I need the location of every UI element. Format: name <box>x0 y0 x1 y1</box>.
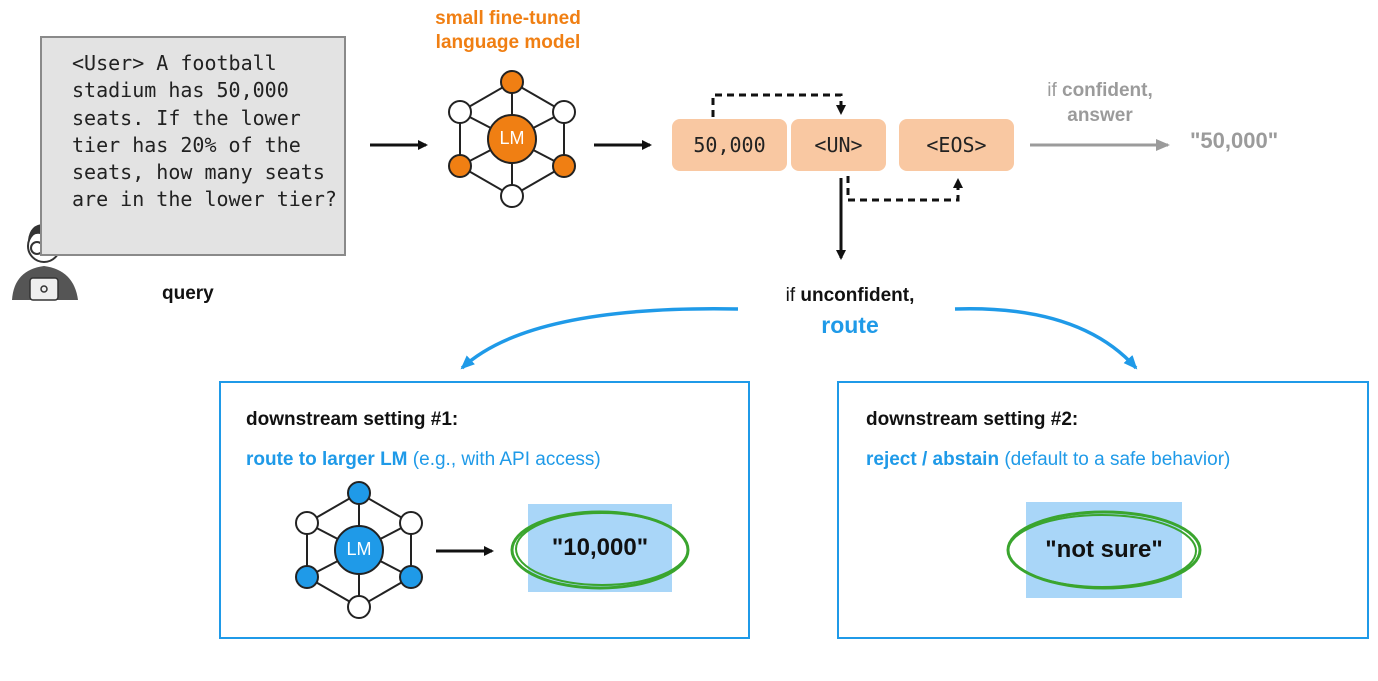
setting1-title: downstream setting #1: <box>246 409 459 430</box>
setting1-result: "10,000" <box>528 504 672 592</box>
small-model-title-line1: small fine-tuned <box>435 8 581 29</box>
setting2-desc-bold: reject / abstain <box>866 449 1000 470</box>
query-box <box>40 36 346 256</box>
token-un: <UN> <box>791 119 886 171</box>
setting2-desc-rest: (default to a safe behavior) <box>999 449 1231 470</box>
confident-prefix: if <box>1047 80 1062 101</box>
small-model-title: small fine-tuned language model <box>408 7 608 55</box>
route-arrow-right <box>954 307 1138 370</box>
token-eos: <EOS> <box>899 119 1014 171</box>
setting2-title: downstream setting #2: <box>866 409 1079 430</box>
confident-answer: "50,000" <box>1190 128 1279 153</box>
confident-line2: answer <box>1067 105 1133 126</box>
setting2-result: "not sure" <box>1026 502 1182 598</box>
large-model-graph <box>295 481 423 619</box>
setting1-result-text: "10,000" <box>551 534 649 561</box>
query-label: query <box>162 283 214 304</box>
small-model-title-line2: language model <box>435 32 581 53</box>
unconfident-bold: unconfident, <box>800 285 915 306</box>
small-model-node-label: LM <box>499 128 525 148</box>
large-model-node-label: LM <box>346 539 372 559</box>
setting2-box <box>837 381 1369 639</box>
small-model-graph <box>448 70 576 208</box>
confident-label: if confident, answer <box>1010 78 1190 128</box>
confident-bold: confident, <box>1062 80 1153 101</box>
setting2-result-text: "not sure" <box>1045 536 1163 563</box>
query-text: <User> A football stadium has 50,000 sea… <box>72 51 337 212</box>
setting1-desc-rest: (e.g., with API access) <box>407 449 601 470</box>
setting1-desc-bold: route to larger LM <box>246 449 408 470</box>
route-label: route <box>821 312 879 338</box>
unconfident-label: if unconfident, <box>740 283 960 309</box>
unconfident-prefix: if <box>785 285 801 306</box>
dashed-arrow-token1-to-token2 <box>711 93 846 117</box>
setting1-desc: route to larger LM (e.g., with API acces… <box>246 449 601 471</box>
dashed-arrow-token2-to-token3 <box>846 176 963 202</box>
setting2-desc: reject / abstain (default to a safe beha… <box>866 449 1230 471</box>
route-arrow-left <box>460 307 739 370</box>
token-answer: 50,000 <box>672 119 787 171</box>
setting1-box <box>219 381 750 639</box>
